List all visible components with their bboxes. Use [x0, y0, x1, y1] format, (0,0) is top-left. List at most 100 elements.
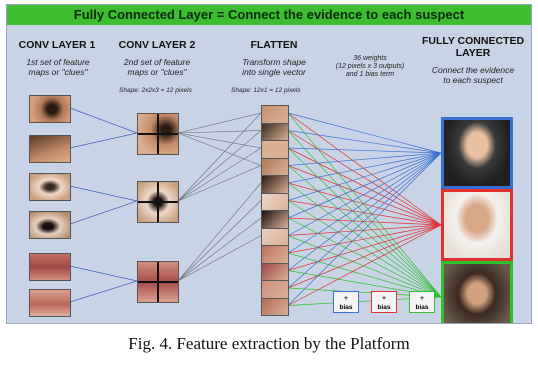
fc-desc-1: Connect the evidence: [431, 65, 515, 75]
connection-line: [287, 147, 442, 154]
conv2-feature-3: [137, 261, 179, 303]
connection-line: [177, 217, 262, 282]
weights-line-3: and 1 bias term: [345, 71, 395, 78]
flatten-tile: [261, 157, 289, 176]
connection-line: [287, 147, 442, 298]
bias-box: +bias: [333, 291, 359, 313]
flatten-desc-1: Transform shape: [242, 57, 306, 67]
flatten-title: FLATTEN: [250, 39, 298, 51]
connection-line: [287, 112, 442, 154]
connection-line: [287, 224, 442, 289]
connection-line: [287, 152, 442, 184]
connection-line: [287, 224, 442, 254]
flatten-tile: [261, 227, 289, 246]
conv1-desc-1: 1st set of feature: [26, 57, 90, 67]
connection-line: [287, 165, 442, 298]
connection-line: [287, 224, 442, 306]
conv1-feature-4: [29, 211, 71, 239]
connection-line: [177, 182, 262, 282]
conv1-feature-1: [29, 95, 71, 123]
fc-title-2: LAYER: [455, 47, 491, 59]
bias-box: +bias: [371, 291, 397, 313]
connection-line: [69, 107, 138, 134]
weights-line-2: (12 pixels x 3 outputs): [335, 63, 405, 70]
connection-line: [287, 130, 442, 154]
flatten-tile: [261, 122, 289, 141]
connection-line: [177, 112, 262, 134]
suspect-2-photo: [441, 189, 513, 261]
connection-line: [287, 224, 442, 271]
flatten-tile: [261, 210, 289, 229]
connection-line: [287, 152, 442, 271]
conv1-feature-2: [29, 135, 71, 163]
conv2-desc-2: maps or "clues": [127, 67, 187, 77]
connection-line: [287, 252, 442, 298]
connection-line: [177, 132, 262, 149]
connection-line: [287, 152, 442, 254]
suspect-3-photo: [441, 261, 513, 323]
connection-line: [177, 235, 262, 282]
connection-line: [287, 130, 442, 298]
connection-line: [287, 235, 442, 298]
connection-line: [69, 280, 138, 303]
connection-lines: [69, 107, 442, 306]
connection-line: [69, 200, 138, 225]
conv2-feature-2: [137, 181, 179, 223]
flatten-tile: [261, 297, 289, 316]
connection-line: [287, 152, 442, 236]
suspect-1-photo: [441, 117, 513, 189]
flatten-tile: [261, 140, 289, 159]
connection-line: [177, 165, 262, 202]
connection-line: [177, 132, 262, 166]
conv1-title: CONV LAYER 1: [18, 39, 96, 51]
cnn-figure: Fully Connected Layer = Connect the evid…: [6, 4, 532, 324]
weights-line-1: 36 weights: [353, 55, 387, 62]
connection-line: [177, 147, 262, 202]
conv2-desc-1: 2nd set of feature: [123, 57, 191, 67]
connection-line: [287, 112, 442, 226]
flatten-tile: [261, 192, 289, 211]
connection-line: [177, 112, 262, 202]
connection-line: [287, 152, 442, 219]
conv1-desc-2: maps or "clues": [28, 67, 88, 77]
connection-line: [177, 130, 262, 202]
flatten-shape: Shape: 12x1 = 12 pixels: [231, 87, 301, 94]
connection-line: [287, 182, 442, 226]
banner-title: Fully Connected Layer = Connect the evid…: [7, 5, 531, 25]
fc-title-1: FULLY CONNECTED: [421, 35, 525, 47]
flatten-tile: [261, 175, 289, 194]
connection-line: [287, 224, 442, 236]
bias-box: +bias: [409, 291, 435, 313]
conv2-title: CONV LAYER 2: [118, 39, 196, 51]
connection-line: [177, 200, 262, 282]
flatten-tile: [261, 245, 289, 264]
connection-line: [287, 182, 442, 298]
connection-line: [69, 265, 138, 282]
conv1-feature-5: [29, 253, 71, 281]
conv1-feature-6: [29, 289, 71, 317]
connection-line: [287, 200, 442, 226]
connection-line: [287, 165, 442, 226]
connection-line: [287, 112, 442, 298]
connection-line: [69, 185, 138, 202]
connection-line: [287, 152, 442, 306]
connection-line: [287, 152, 442, 166]
conv2-feature-1: [137, 113, 179, 155]
flatten-desc-2: into single vector: [242, 67, 306, 77]
conv2-shape: Shape: 2x2x3 = 12 pixels: [119, 87, 192, 94]
conv1-feature-3: [29, 173, 71, 201]
figure-caption: Fig. 4. Feature extraction by the Platfo…: [128, 334, 410, 353]
connection-line: [69, 132, 138, 149]
flatten-tile: [261, 262, 289, 281]
connection-line: [287, 217, 442, 226]
connection-line: [287, 152, 442, 289]
connection-line: [287, 147, 442, 226]
connection-line: [287, 217, 442, 298]
fc-desc-2: to each suspect: [443, 75, 503, 85]
flatten-tile: [261, 105, 289, 124]
connection-line: [287, 130, 442, 226]
connection-line: [287, 200, 442, 298]
connection-line: [287, 152, 442, 201]
connection-line: [177, 130, 262, 134]
flatten-tile: [261, 280, 289, 299]
